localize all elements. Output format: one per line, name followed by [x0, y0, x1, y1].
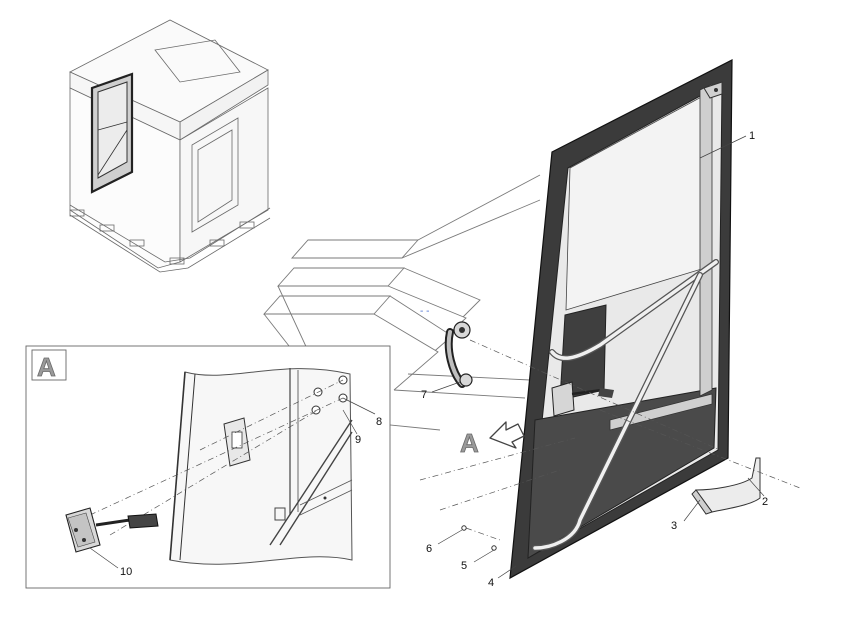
callout-3: 3 [671, 520, 677, 532]
callout-6: 6 [426, 543, 432, 555]
cab-overview [69, 19, 271, 273]
callout-2: 2 [762, 496, 768, 508]
lock-handle-part [65, 507, 159, 553]
seal-strip-part [691, 457, 761, 515]
blue-mark: - - [420, 306, 429, 317]
leader-lines [89, 135, 765, 579]
view-arrow-label: A [460, 428, 479, 458]
callout-9: 9 [355, 434, 361, 446]
callout-8: 8 [376, 416, 382, 428]
view-a-label: A [37, 352, 56, 382]
callout-4: 4 [488, 577, 494, 589]
door-assembly [509, 59, 733, 580]
callout-10: 10 [120, 566, 132, 578]
view-direction-arrow: A [460, 421, 525, 458]
door-handle-part [444, 321, 473, 388]
callout-5: 5 [461, 560, 467, 572]
callout-labels: 1 2 3 4 5 6 7 8 9 10 [120, 130, 768, 589]
callout-7: 7 [421, 389, 427, 401]
detail-view-a: A [25, 345, 391, 589]
callout-1: 1 [749, 130, 755, 142]
